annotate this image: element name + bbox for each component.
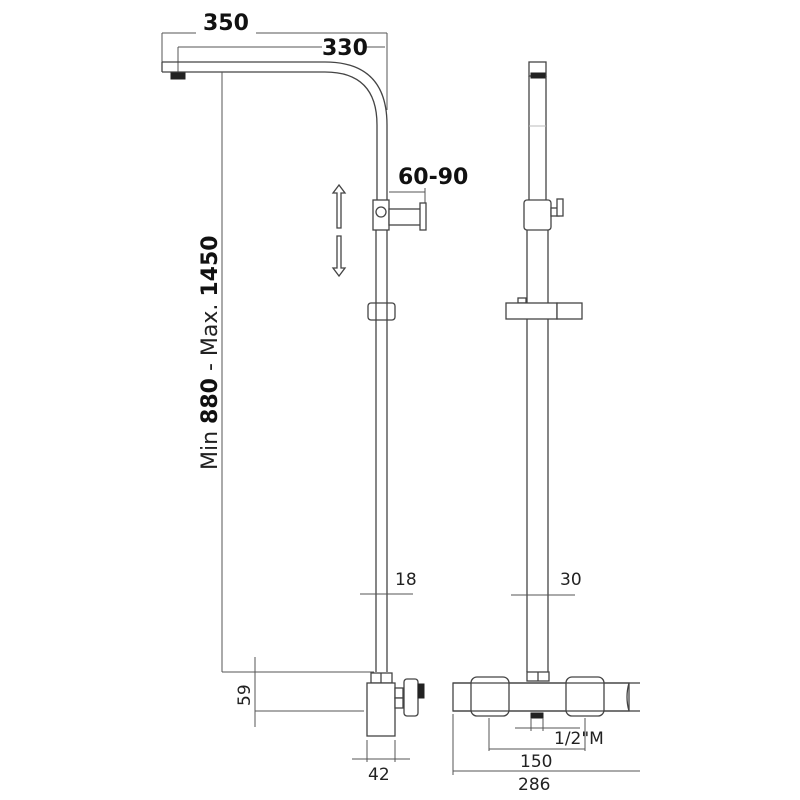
height-adjust-arrow-icon (331, 183, 347, 278)
mixer-front (452, 671, 640, 719)
dim-330-label: 330 (322, 36, 368, 61)
dimension-60-90: 60-90 (389, 165, 468, 205)
dim-350-label: 350 (203, 11, 249, 36)
dim-30-label: 30 (560, 570, 582, 590)
slider-clamp (367, 302, 396, 321)
dimension-30: 30 (511, 570, 582, 596)
dim-286-label: 286 (518, 775, 550, 795)
front-view: 30 1/2"M 150 (452, 61, 640, 795)
dim-59-label: 59 (235, 684, 255, 706)
overhead-arm (161, 61, 388, 200)
mixer-side (366, 672, 425, 737)
dim-60-90-label: 60-90 (398, 165, 468, 190)
dim-18-label: 18 (395, 570, 417, 590)
shower-head-nozzle (170, 72, 186, 80)
height-range-label: Min 880 - Max. 1450 (198, 235, 223, 470)
dimension-inlet-thread: 1/2"M (515, 718, 604, 749)
dim-42-label: 42 (368, 765, 390, 785)
hand-shower-holder-front (523, 199, 552, 231)
dimension-150: 150 (488, 718, 586, 772)
dim-thread-label: 1/2"M (554, 729, 604, 749)
dimension-59: 59 (222, 657, 374, 727)
hand-shower-holder (372, 199, 427, 231)
dimension-286: 286 (452, 714, 640, 795)
dim-150-label: 150 (520, 752, 552, 772)
dimension-350: 350 (161, 11, 388, 110)
dimension-18: 18 (360, 570, 417, 595)
soap-dish-slider (505, 297, 583, 320)
dimension-330: 330 (177, 36, 385, 72)
side-view: 350 330 Min 880 - Max. 1450 (161, 11, 468, 785)
dimension-42: 42 (352, 740, 410, 785)
svg-text:Min 880 - Max. 1450: Min 880 - Max. 1450 (198, 235, 223, 470)
